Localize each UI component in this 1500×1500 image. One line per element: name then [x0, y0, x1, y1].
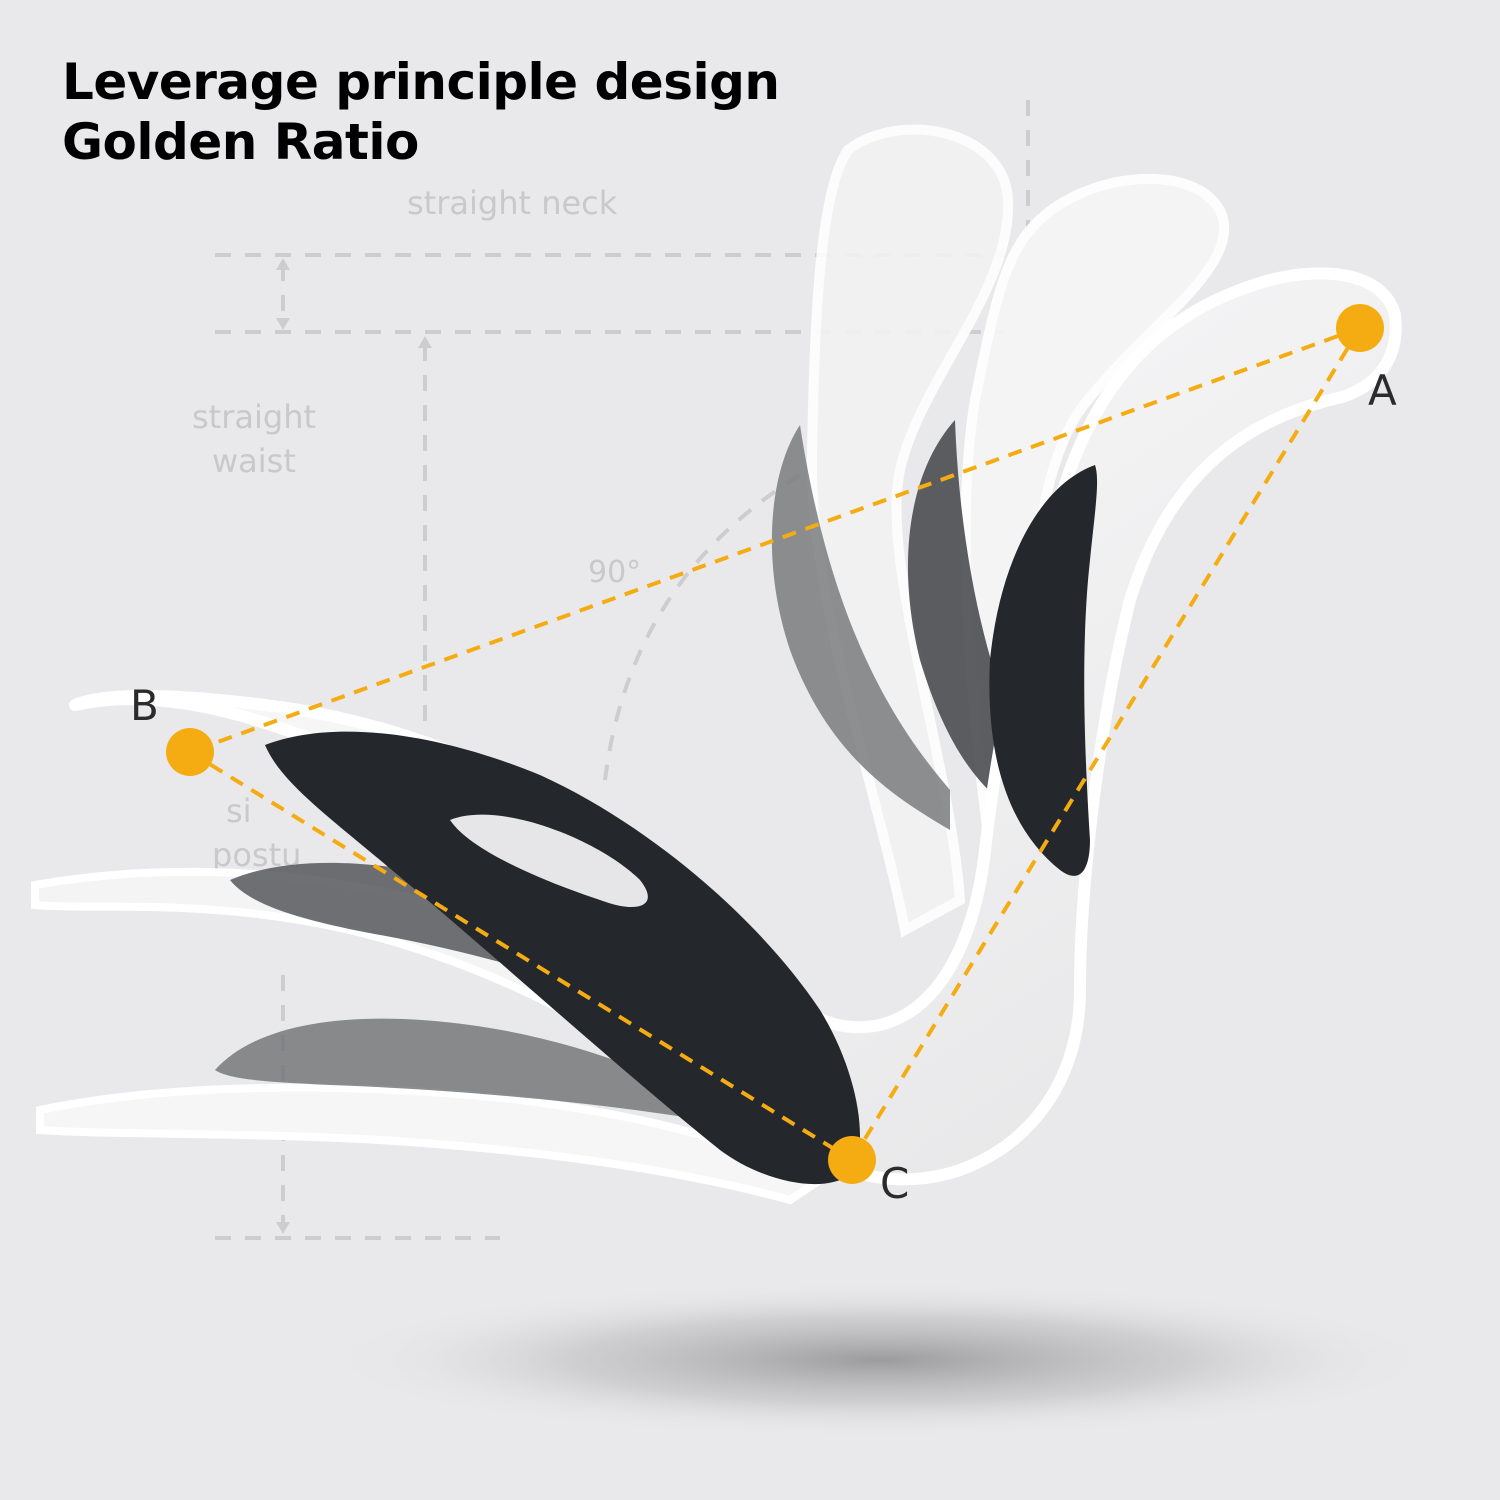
point-a-marker — [1336, 304, 1384, 352]
headline-line-1: Leverage principle design — [62, 53, 780, 111]
ghost-seat-pad-lower-2 — [215, 1018, 760, 1130]
straight-neck-label: straight neck — [407, 184, 618, 222]
point-c-label: C — [880, 1159, 909, 1208]
front-back-pad — [989, 465, 1098, 876]
floor-shadow — [320, 1282, 1440, 1438]
angle-label: 90° — [588, 555, 641, 590]
point-b-marker — [166, 728, 214, 776]
front-seat-pad-cutout — [450, 814, 648, 908]
headline-line-2: Golden Ratio — [62, 113, 419, 171]
line-a-c — [850, 326, 1362, 1162]
headline: Leverage principle design Golden Ratio — [62, 52, 780, 172]
sitting-posture-label-line-1: si — [226, 792, 252, 830]
point-a-label: A — [1368, 366, 1397, 415]
ghost-seat-shell-lower-2 — [36, 1083, 828, 1205]
straight-waist-label-line-2: waist — [212, 442, 296, 480]
straight-waist-label-line-1: straight — [192, 398, 316, 436]
golden-ratio-triangle — [188, 326, 1362, 1162]
line-b-c — [188, 750, 854, 1162]
line-a-b — [189, 326, 1361, 754]
point-b-label: B — [130, 681, 159, 730]
point-c-marker — [828, 1136, 876, 1184]
guide-arrows — [276, 258, 432, 1234]
